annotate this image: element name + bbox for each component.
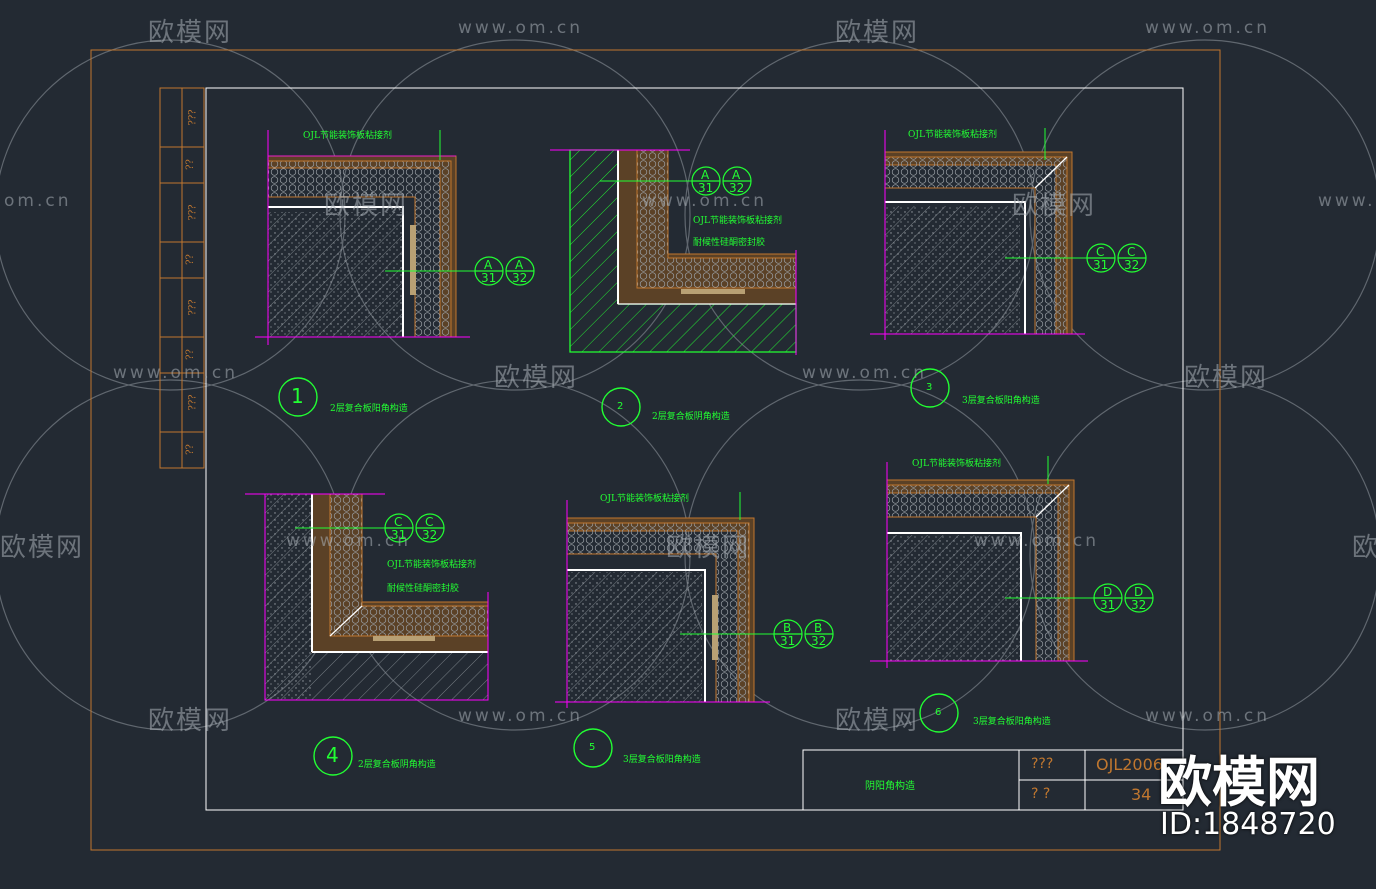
reference-letter: C xyxy=(394,515,403,529)
detail-number: 4 xyxy=(326,743,339,767)
title-block-label-top: ??? xyxy=(1031,756,1054,772)
reference-letter: B xyxy=(783,621,792,635)
detail-leader-note: OJL节能装饰板粘接剂 xyxy=(600,494,689,504)
watermark-text: 欧模网 xyxy=(1012,191,1097,221)
watermark-url: www.om.cn xyxy=(113,363,239,383)
detail-title: 2层复合板阴角构造 xyxy=(652,412,730,422)
watermark-url: om.cn xyxy=(4,191,72,211)
detail-number: 1 xyxy=(291,384,304,408)
detail-1-drawing xyxy=(255,130,480,345)
side-table-cell-label: ?? xyxy=(184,444,196,455)
watermark-url: www.om.cn xyxy=(802,363,928,383)
title-block-grid xyxy=(802,749,1184,811)
detail-leader-note: OJL节能装饰板粘接剂 xyxy=(303,131,392,141)
watermark-url: www.om.cn xyxy=(286,531,412,551)
watermark-text: 欧模网 xyxy=(835,18,920,48)
watermark-text: 欧模网 xyxy=(1352,533,1376,563)
detail-number: 2 xyxy=(617,401,624,412)
detail-title: 2层复合板阳角构造 xyxy=(330,404,408,414)
detail-5-drawing xyxy=(555,492,780,708)
reference-letter: A xyxy=(484,258,493,272)
detail-number: 5 xyxy=(589,742,596,753)
page-number: 34 xyxy=(1131,785,1152,804)
watermark-url: www.om.cn xyxy=(1145,706,1271,726)
watermark-text: 欧模网 xyxy=(494,363,579,393)
detail-6-drawing xyxy=(870,456,1100,668)
detail-number: 3 xyxy=(926,382,933,393)
side-table-cell-label: ?? xyxy=(184,349,196,360)
reference-sheet: 32 xyxy=(422,528,438,542)
reference-sheet: 31 xyxy=(481,271,497,285)
reference-bubbles xyxy=(384,166,1154,649)
watermark-text: 欧模网 xyxy=(148,706,233,736)
reference-sheet: 32 xyxy=(512,271,528,285)
reference-letter: A xyxy=(515,258,524,272)
detail-4-drawing xyxy=(245,493,489,701)
watermark-url: www.om.cn xyxy=(1318,191,1376,211)
detail-leader-note-2: 耐候性硅酮密封胶 xyxy=(693,238,766,248)
reference-sheet: 32 xyxy=(729,181,745,195)
detail-title: 3层复合板阳角构造 xyxy=(973,717,1051,727)
side-table-cell-label: ??? xyxy=(187,298,199,316)
detail-title: 3层复合板阳角构造 xyxy=(623,755,701,765)
detail-3-drawing xyxy=(870,128,1100,340)
title-block-label-bottom: ? ? xyxy=(1031,786,1051,802)
reference-letter: B xyxy=(814,621,823,635)
reference-letter: D xyxy=(1103,585,1113,599)
detail-number: 6 xyxy=(935,707,942,718)
reference-sheet: 31 xyxy=(1093,258,1109,272)
reference-sheet: 31 xyxy=(780,634,796,648)
reference-sheet: 31 xyxy=(1100,598,1116,612)
side-table-cell-label: ??? xyxy=(187,203,199,221)
reference-letter: C xyxy=(1127,245,1136,259)
side-table-cell-label: ?? xyxy=(184,254,196,265)
detail-title: 3层复合板阳角构造 xyxy=(962,396,1040,406)
watermark-text: 欧模网 xyxy=(324,191,409,221)
detail-leader-note-2: 耐候性硅酮密封胶 xyxy=(387,584,460,594)
model-id: ID:1848720 xyxy=(1160,807,1336,842)
detail-leader-note: OJL节能装饰板粘接剂 xyxy=(387,560,476,570)
drawing-title: 阴阳角构造 xyxy=(865,781,915,792)
watermark-text: 欧模网 xyxy=(1184,363,1269,393)
reference-letter: A xyxy=(701,168,710,182)
detail-leader-note: OJL节能装饰板粘接剂 xyxy=(912,459,1001,469)
watermark-text: 欧模网 xyxy=(0,533,85,563)
brand-logo: 欧模网 xyxy=(1158,751,1320,814)
watermark-url: www.om.cn xyxy=(1145,18,1271,38)
watermark-text: 欧模网 xyxy=(835,706,920,736)
reference-sheet: 31 xyxy=(698,181,714,195)
reference-sheet: 32 xyxy=(1131,598,1147,612)
side-table-cell-label: ??? xyxy=(187,393,199,411)
side-table-cell-label: ??? xyxy=(187,108,199,126)
detail-2-drawing xyxy=(550,149,797,355)
watermark-url: www.om.cn xyxy=(458,706,584,726)
detail-title: 2层复合板阴角构造 xyxy=(358,760,436,770)
side-table-grid xyxy=(159,87,205,469)
watermark-url: www.om.cn xyxy=(458,18,584,38)
inner-drawing-frame xyxy=(205,87,1184,811)
drawing-code: OJL2006 xyxy=(1096,755,1163,774)
reference-sheet: 32 xyxy=(1124,258,1140,272)
reference-letter: C xyxy=(1096,245,1105,259)
watermark-text: 欧模网 xyxy=(666,533,751,563)
watermark-url: www.om.cn xyxy=(974,531,1100,551)
detail-leader-note: OJL节能装饰板粘接剂 xyxy=(908,130,997,140)
reference-sheet: 32 xyxy=(811,634,827,648)
watermark-text: 欧模网 xyxy=(148,18,233,48)
reference-sheet: 31 xyxy=(391,528,407,542)
outer-sheet-border xyxy=(90,49,1221,851)
reference-letter: D xyxy=(1134,585,1144,599)
watermark-url: www.om.cn xyxy=(642,191,768,211)
reference-letter: C xyxy=(425,515,434,529)
detail-leader-note: OJL节能装饰板粘接剂 xyxy=(693,216,782,226)
side-table-cell-label: ?? xyxy=(184,159,196,170)
detail-number-circles xyxy=(278,368,959,776)
reference-letter: A xyxy=(732,168,741,182)
